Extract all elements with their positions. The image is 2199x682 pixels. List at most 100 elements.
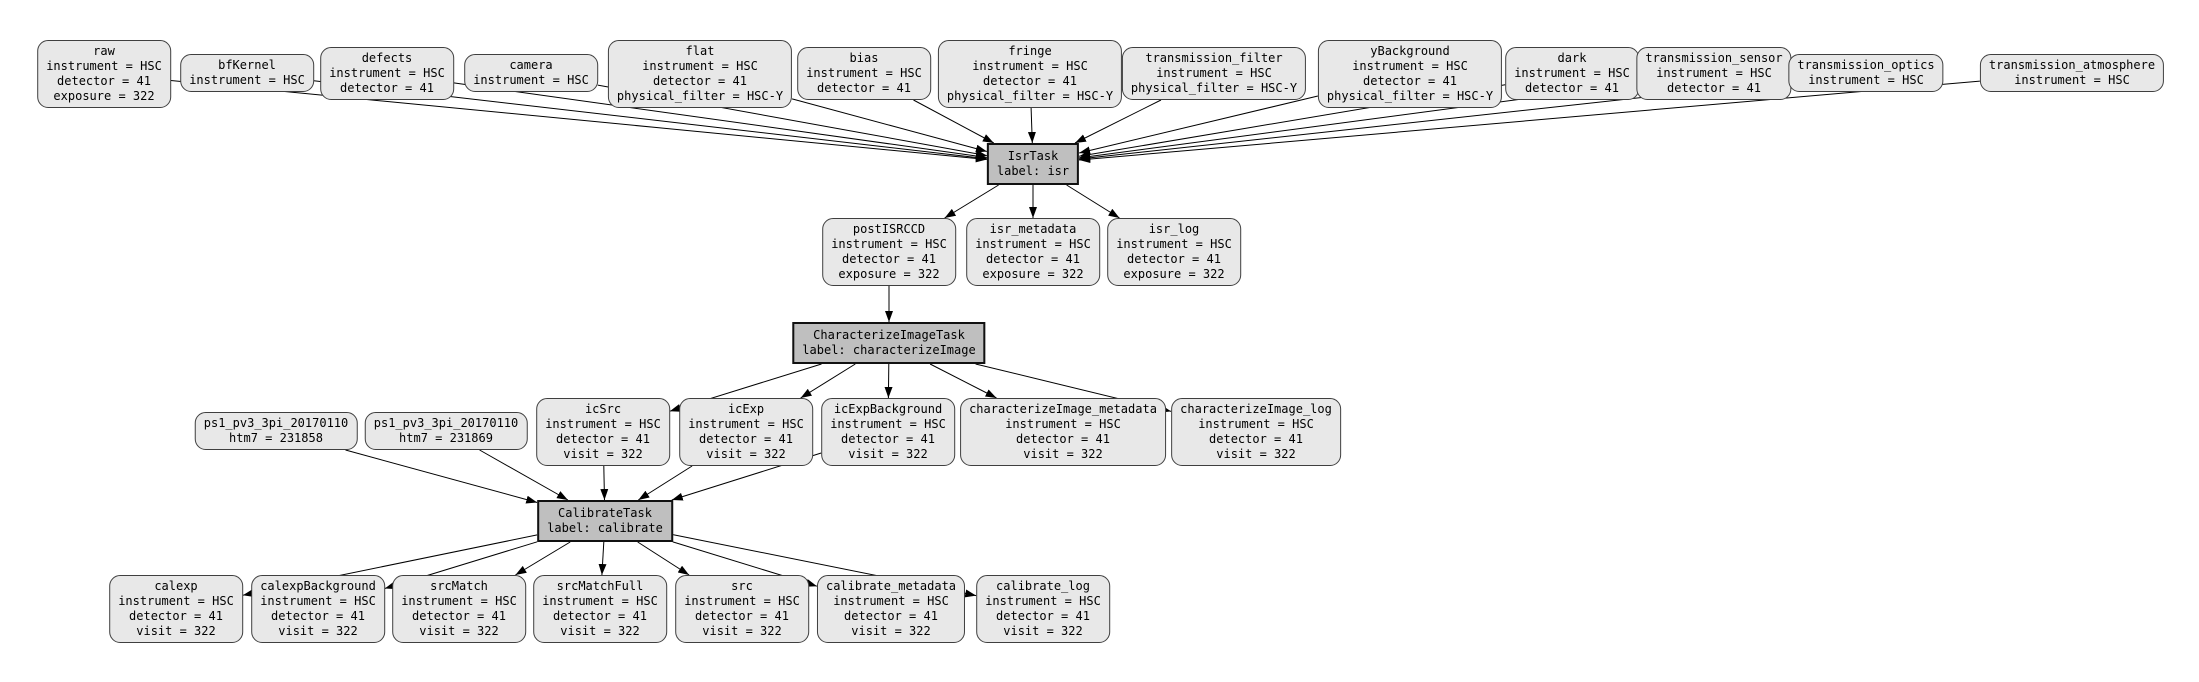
node-attribute: instrument = HSC xyxy=(830,417,946,431)
node-attribute: label: characterizeImage xyxy=(802,343,976,357)
node-title: bfKernel xyxy=(218,58,276,72)
node-attribute: htm7 = 231858 xyxy=(229,431,323,445)
node-attribute: detector = 41 xyxy=(57,74,151,88)
edge-defects-to-isr xyxy=(453,82,987,160)
node-attribute: instrument = HSC xyxy=(542,594,658,608)
node-title: yBackground xyxy=(1370,44,1450,58)
node-title: characterizeImage_metadata xyxy=(969,402,1157,416)
edge-raw-to-isr xyxy=(170,80,987,163)
node-attribute: detector = 41 xyxy=(844,609,938,623)
node-attribute: instrument = HSC xyxy=(833,594,949,608)
node-attribute: visit = 322 xyxy=(1216,447,1296,461)
node-attribute: instrument = HSC xyxy=(1005,417,1121,431)
node-attribute: detector = 41 xyxy=(699,432,793,446)
node-title: characterizeImage_log xyxy=(1180,402,1332,416)
node-attribute: detector = 41 xyxy=(340,81,434,95)
node-attribute: physical_filter = HSC-Y xyxy=(616,89,784,103)
node-attribute: detector = 41 xyxy=(271,609,365,623)
node-attribute: detector = 41 xyxy=(695,609,789,623)
node-title: calibrate_metadata xyxy=(825,579,957,593)
node-title: isr_metadata xyxy=(989,222,1077,236)
node-title: icSrc xyxy=(584,402,622,416)
node-attribute: detector = 41 xyxy=(841,432,935,446)
node-attribute: instrument = HSC xyxy=(545,417,661,431)
node-attribute: instrument = HSC xyxy=(975,237,1091,251)
node-attribute: detector = 41 xyxy=(1016,432,1110,446)
edge-ps1-htm7-231869-to-calibrate xyxy=(479,449,569,501)
node-attribute: exposure = 322 xyxy=(982,267,1084,281)
node-title: camera xyxy=(509,58,553,72)
node-attribute: instrument = HSC xyxy=(985,594,1101,608)
node-attribute: visit = 322 xyxy=(706,447,786,461)
edge-transmission-filter-to-isr xyxy=(1074,99,1162,144)
node-attribute: htm7 = 231869 xyxy=(399,431,493,445)
node-attribute: detector = 41 xyxy=(986,252,1080,266)
node-attribute: visit = 322 xyxy=(419,624,499,638)
node-title: postISRCCD xyxy=(852,222,926,236)
node-attribute: visit = 322 xyxy=(278,624,358,638)
edge-y-background-to-isr xyxy=(1078,95,1319,155)
node-title: defects xyxy=(361,51,413,65)
node-attribute: detector = 41 xyxy=(412,609,506,623)
node-attribute: visit = 322 xyxy=(848,447,928,461)
node-attribute: instrument = HSC xyxy=(642,59,758,73)
node-title: CharacterizeImageTask xyxy=(813,328,965,342)
node-attribute: detector = 41 xyxy=(1525,81,1619,95)
node-attribute: physical_filter = HSC-Y xyxy=(946,89,1114,103)
edge-calibrate-to-src-match-full xyxy=(598,541,607,576)
node-title: CalibrateTask xyxy=(558,506,652,520)
node-title: isr_log xyxy=(1148,222,1200,236)
node-attribute: detector = 41 xyxy=(553,609,647,623)
node-attribute: instrument = HSC xyxy=(329,66,445,80)
node-attribute: instrument = HSC xyxy=(46,59,162,73)
node-title: transmission_optics xyxy=(1797,58,1935,72)
node-attribute: visit = 322 xyxy=(136,624,216,638)
node-attribute: detector = 41 xyxy=(983,74,1077,88)
node-attribute: detector = 41 xyxy=(653,74,747,88)
node-title: ps1_pv3_3pi_20170110 xyxy=(373,416,519,430)
node-title: raw xyxy=(93,44,115,58)
node-attribute: label: isr xyxy=(996,164,1070,178)
node-attribute: instrument = HSC xyxy=(972,59,1088,73)
node-title: ps1_pv3_3pi_20170110 xyxy=(203,416,349,430)
node-attribute: detector = 41 xyxy=(1209,432,1303,446)
node-title: icExp xyxy=(727,402,765,416)
node-attribute: detector = 41 xyxy=(1667,81,1761,95)
node-title: transmission_sensor xyxy=(1645,51,1783,65)
edge-calibrate-to-src-match xyxy=(515,541,571,576)
node-attribute: instrument = HSC xyxy=(1808,73,1924,87)
node-attribute: detector = 41 xyxy=(129,609,223,623)
node-title: srcMatchFull xyxy=(556,579,644,593)
node-attribute: instrument = HSC xyxy=(1116,237,1232,251)
edge-isr-to-post-isrccd xyxy=(944,184,999,219)
node-attribute: instrument = HSC xyxy=(1514,66,1630,80)
edge-ic-exp-to-calibrate xyxy=(638,465,693,501)
node-title: transmission_atmosphere xyxy=(1988,58,2156,72)
node-attribute: detector = 41 xyxy=(817,81,911,95)
node-title: fringe xyxy=(1008,44,1052,58)
node-attribute: detector = 41 xyxy=(1127,252,1221,266)
node-title: src xyxy=(731,579,753,593)
edge-calibrate-to-src xyxy=(637,541,690,576)
node-attribute: instrument = HSC xyxy=(1198,417,1314,431)
node-attribute: exposure = 322 xyxy=(838,267,940,281)
node-attribute: instrument = HSC xyxy=(806,66,922,80)
